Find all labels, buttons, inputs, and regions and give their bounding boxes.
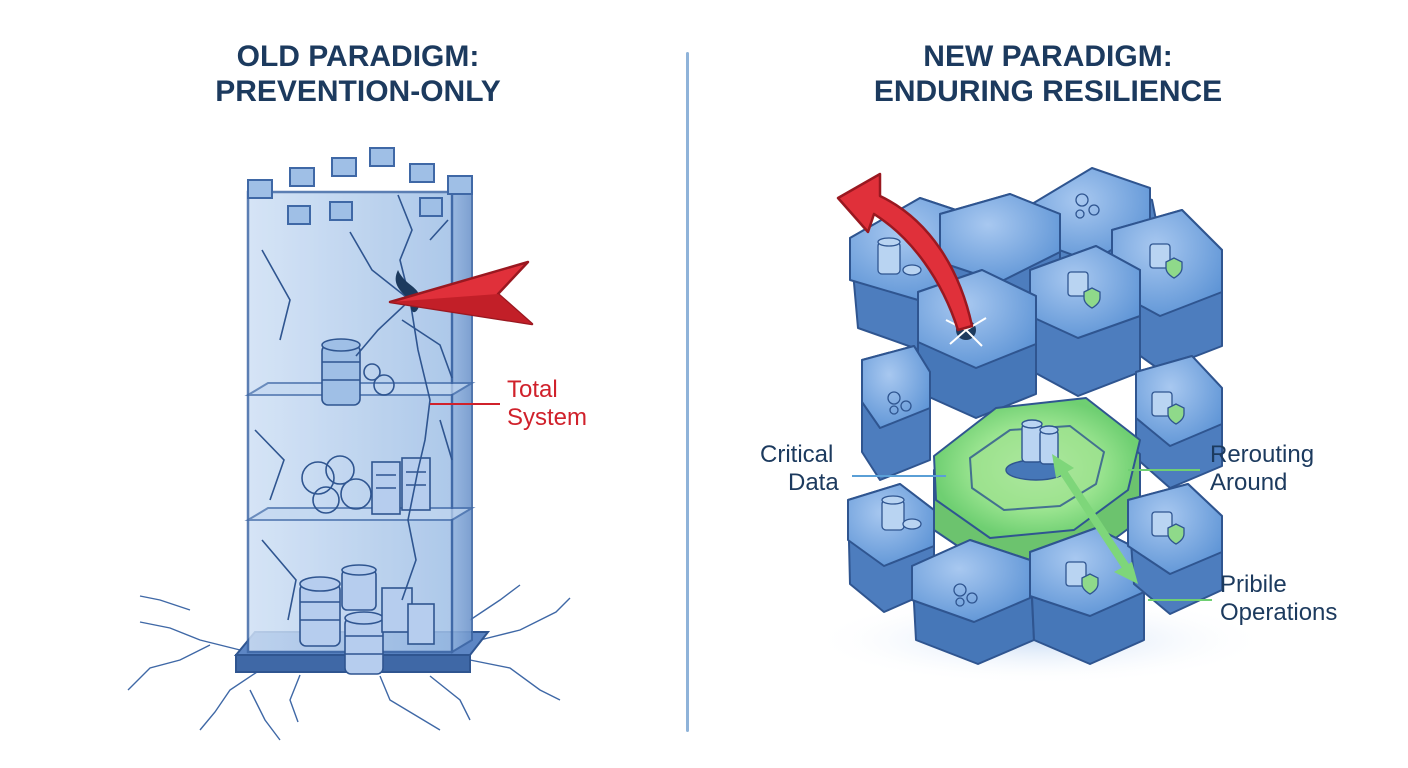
ground-cracks [127,584,571,741]
critical-data-line1: Critical [760,441,834,468]
critical-data-line2: Data [788,468,839,496]
right-title-line2: ENDURING RESILIENCE [873,74,1223,108]
attack-arrow-icon [388,260,534,326]
panel-divider [686,52,689,732]
core-database-icon [1005,419,1067,481]
server-rack-icon [371,457,431,515]
operations-line1: Pribile [1220,571,1287,598]
hex-cell-illustration [810,167,1270,685]
rerouting-line2: Around [1210,468,1288,496]
total-system-label: Total System [507,376,587,431]
critical-data-label: Critical Data [760,441,839,496]
total-system-line2: System [507,403,588,431]
hex-cell [1029,527,1145,665]
operations-line2: Operations [1220,598,1338,626]
rerouting-around-label: Rerouting Around [1210,441,1314,496]
wall-cracks [254,194,453,621]
hex-cell [911,539,1035,665]
left-title-line2: PREVENTION-ONLY [215,74,501,108]
rerouting-line1: Rerouting [1210,441,1315,468]
operations-label: Pribile Operations [1220,571,1337,626]
reroute-arrow-icon [1052,454,1138,584]
network-cluster-icon [301,363,395,514]
tower-battlements [247,147,473,225]
right-title-line1: NEW PARADIGM: [923,40,1173,73]
left-title-line1: OLD PARADIGM: [236,40,480,73]
database-icon [321,338,361,406]
tower-illustration [127,147,571,741]
left-panel-title: OLD PARADIGM: PREVENTION-ONLY [0,40,716,109]
total-system-line1: Total [507,376,558,403]
shield-database-icon [1065,243,1185,595]
right-panel-title: NEW PARADIGM: ENDURING RESILIENCE [690,40,1406,109]
database-stack-icon [299,564,435,675]
hex-cell [1029,245,1141,397]
database-icon [877,237,922,531]
hex-cell-breached [917,269,1037,419]
attack-arrow-icon [836,172,974,332]
gear-cluster-icon [887,193,1100,607]
